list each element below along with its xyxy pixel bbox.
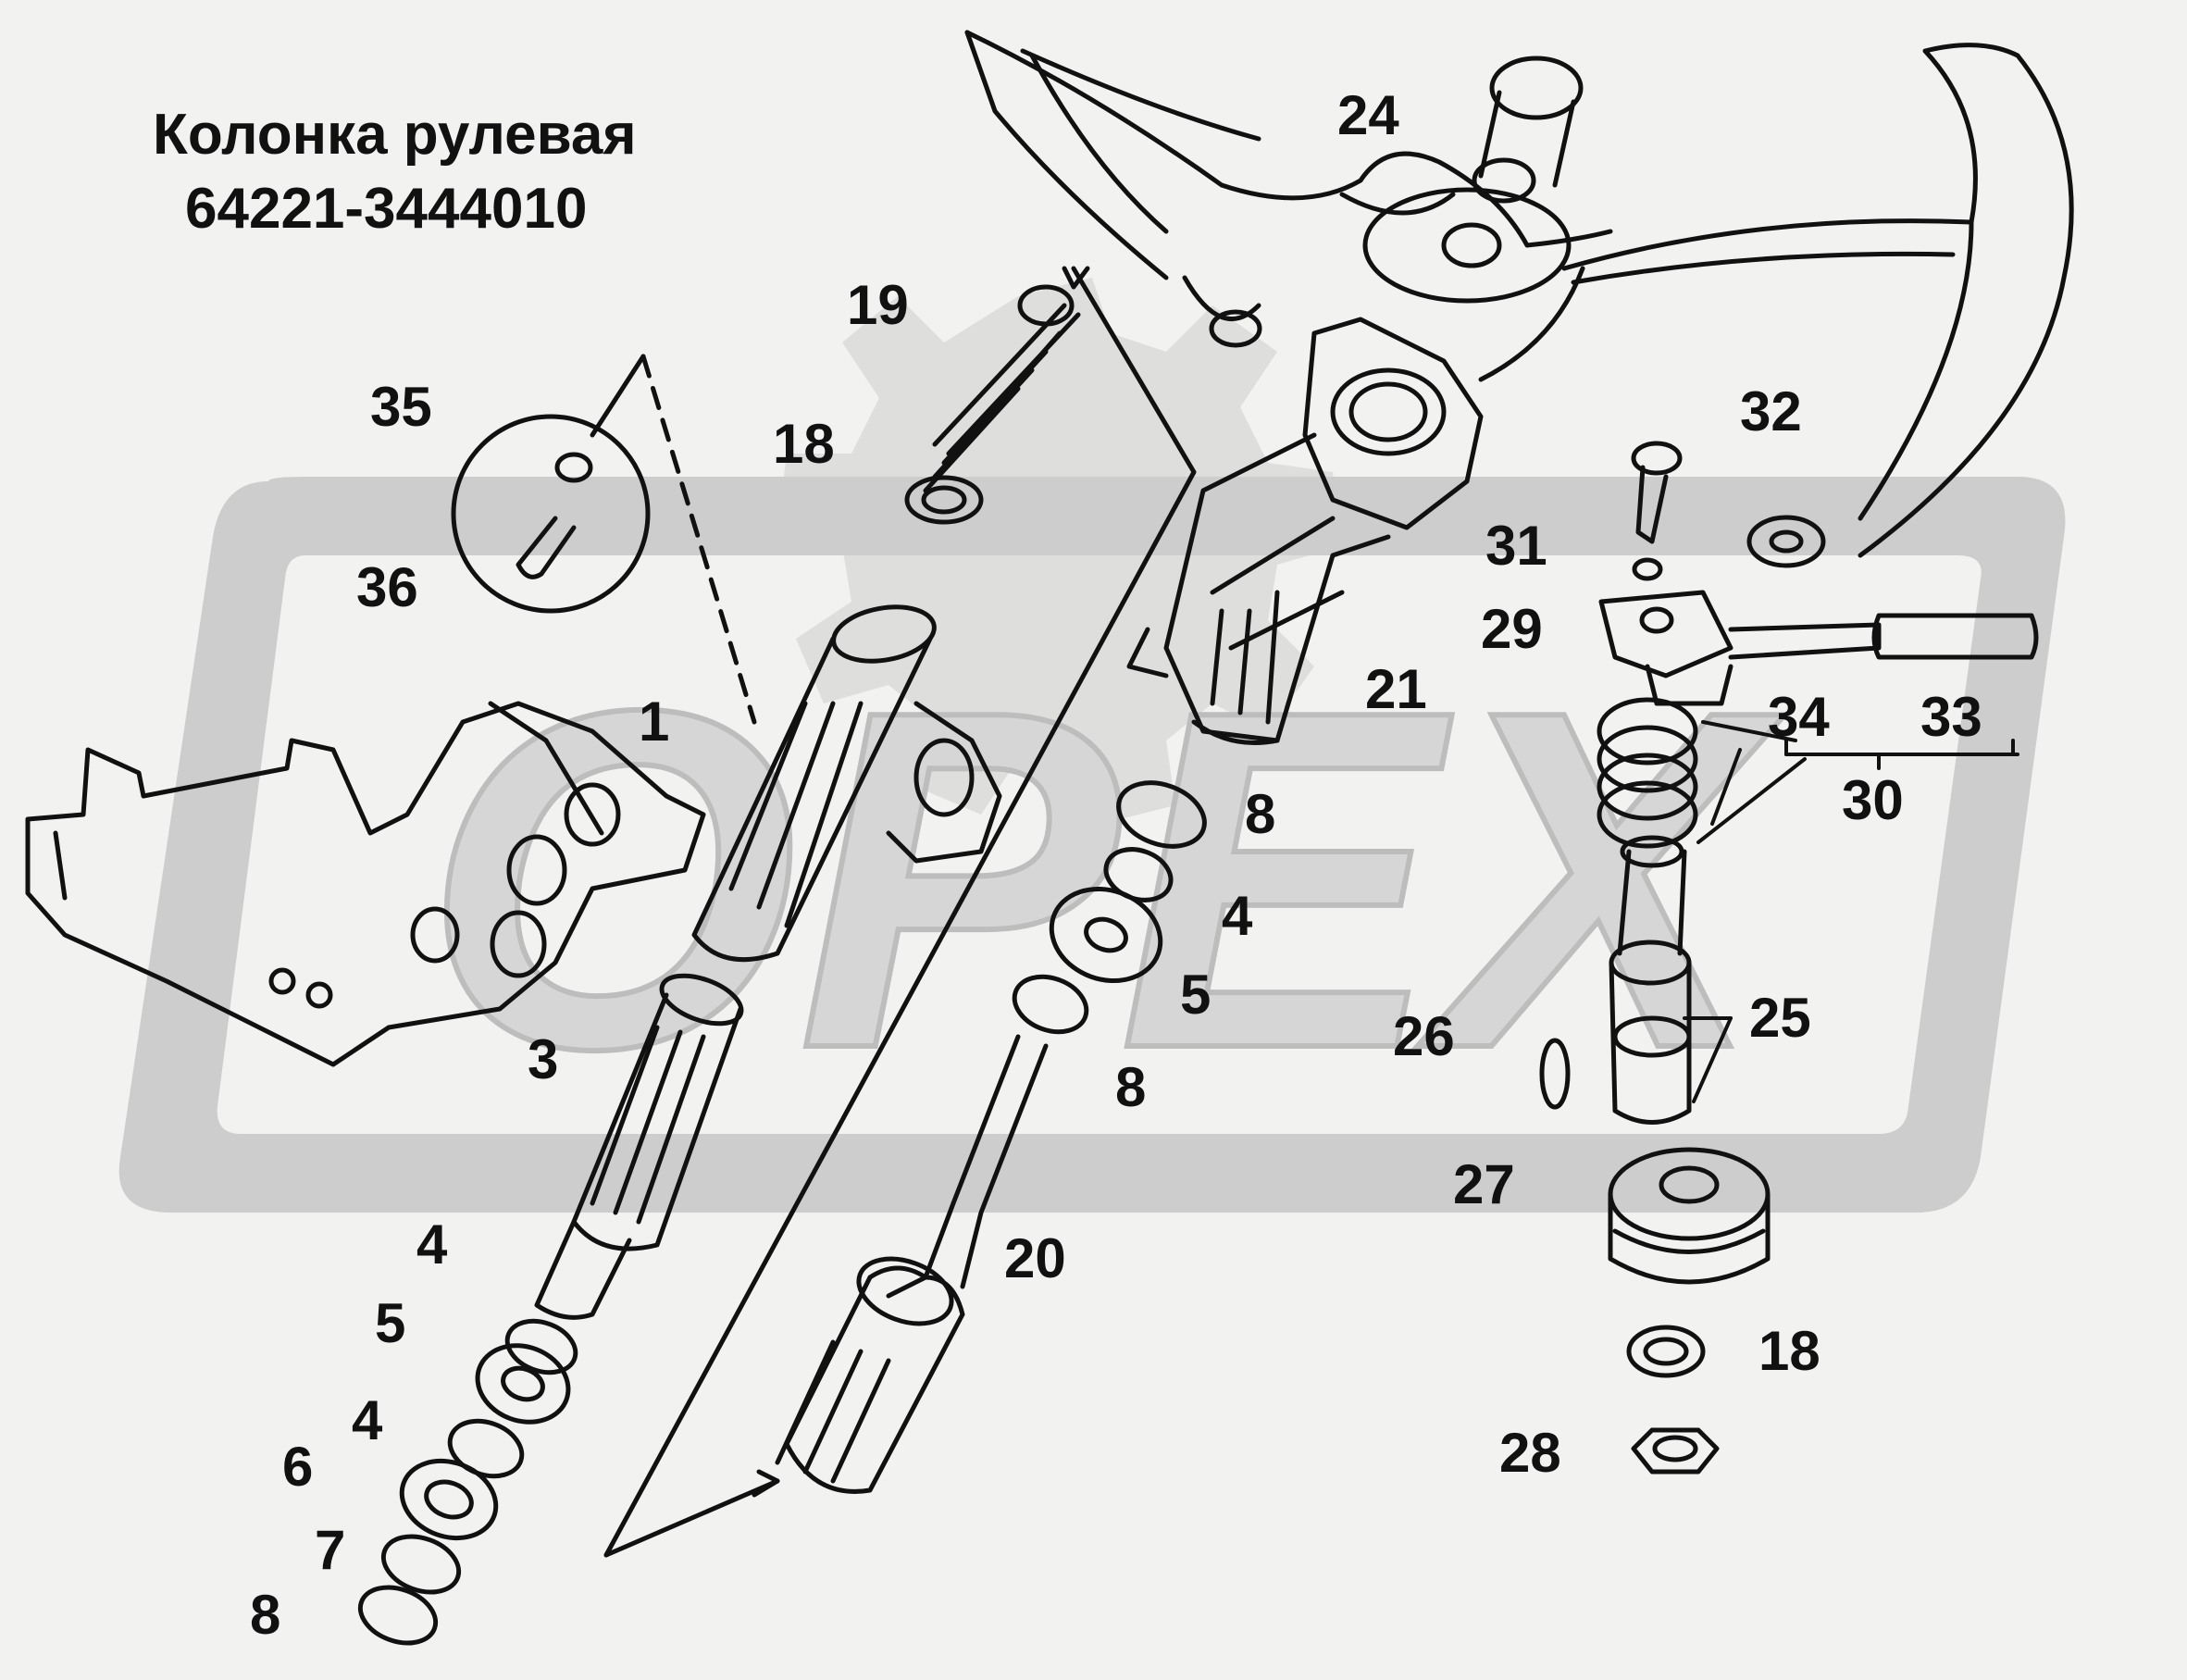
callout-26: 26 xyxy=(1393,1005,1455,1067)
callout-28: 28 xyxy=(1499,1422,1561,1484)
callout-1: 1 xyxy=(639,691,669,753)
callout-36: 36 xyxy=(356,556,418,618)
callout-18b: 18 xyxy=(1758,1320,1820,1382)
shaft-25 xyxy=(1609,835,1692,1125)
callout-18: 18 xyxy=(773,413,835,475)
callout-8b: 8 xyxy=(1245,783,1275,845)
diagram-part-number: 64221-3444010 xyxy=(185,177,588,241)
callout-4b: 4 xyxy=(352,1389,383,1451)
assembly-lines xyxy=(603,266,1197,1558)
rings-stack-left xyxy=(357,1318,578,1646)
callout-29: 29 xyxy=(1481,598,1543,660)
nut-28 xyxy=(1631,1427,1720,1475)
diagram-title: Колонка рулевая xyxy=(153,103,637,167)
callout-35: 35 xyxy=(370,376,432,438)
callout-4c: 4 xyxy=(1222,885,1253,947)
callout-3: 3 xyxy=(528,1028,558,1090)
callout-19: 19 xyxy=(847,274,909,336)
splined-shaft-3 xyxy=(534,973,744,1320)
spring-19 xyxy=(904,284,1081,525)
callout-21: 21 xyxy=(1365,658,1427,720)
callout-8: 8 xyxy=(250,1584,280,1646)
callout-32: 32 xyxy=(1740,380,1802,442)
callout-24: 24 xyxy=(1337,84,1399,146)
callout-5b: 5 xyxy=(1180,964,1211,1026)
callout-27: 27 xyxy=(1453,1153,1515,1215)
column-head-21 xyxy=(1126,317,1484,745)
washer-18-right xyxy=(1626,1325,1706,1378)
callout-33: 33 xyxy=(1920,686,1982,748)
callout-8c: 8 xyxy=(1115,1056,1146,1118)
nut-27 xyxy=(1608,1147,1771,1285)
callout-31: 31 xyxy=(1485,515,1547,577)
leader-lines xyxy=(1683,720,2019,1103)
watermark-text: OPEX xyxy=(424,611,1786,1149)
callout-34: 34 xyxy=(1768,686,1830,748)
spring-29 xyxy=(1597,697,1698,849)
adjusting-screw-24 xyxy=(1472,56,1584,204)
key-26 xyxy=(1539,1038,1571,1110)
mounting-bracket xyxy=(25,701,706,1067)
callout-7: 7 xyxy=(315,1519,345,1581)
callout-30: 30 xyxy=(1842,769,1904,831)
bolt-32 xyxy=(1631,441,1683,544)
callout-20: 20 xyxy=(1004,1227,1066,1289)
shaft-20 xyxy=(775,1034,1049,1494)
bearing-stack-middle xyxy=(1012,780,1207,1035)
steering-wheel xyxy=(964,30,2074,568)
callout-25: 25 xyxy=(1749,987,1811,1049)
callout-4: 4 xyxy=(416,1213,448,1276)
callout-labels: 1 3 4 5 4 6 7 8 18 19 35 36 20 8 4 5 8 2… xyxy=(250,84,1982,1646)
steering-tube-1 xyxy=(691,604,1002,963)
callout-6: 6 xyxy=(282,1436,313,1498)
callout-5: 5 xyxy=(375,1292,405,1354)
lever-assembly-30 xyxy=(1598,557,2039,706)
detail-circle xyxy=(451,354,757,725)
